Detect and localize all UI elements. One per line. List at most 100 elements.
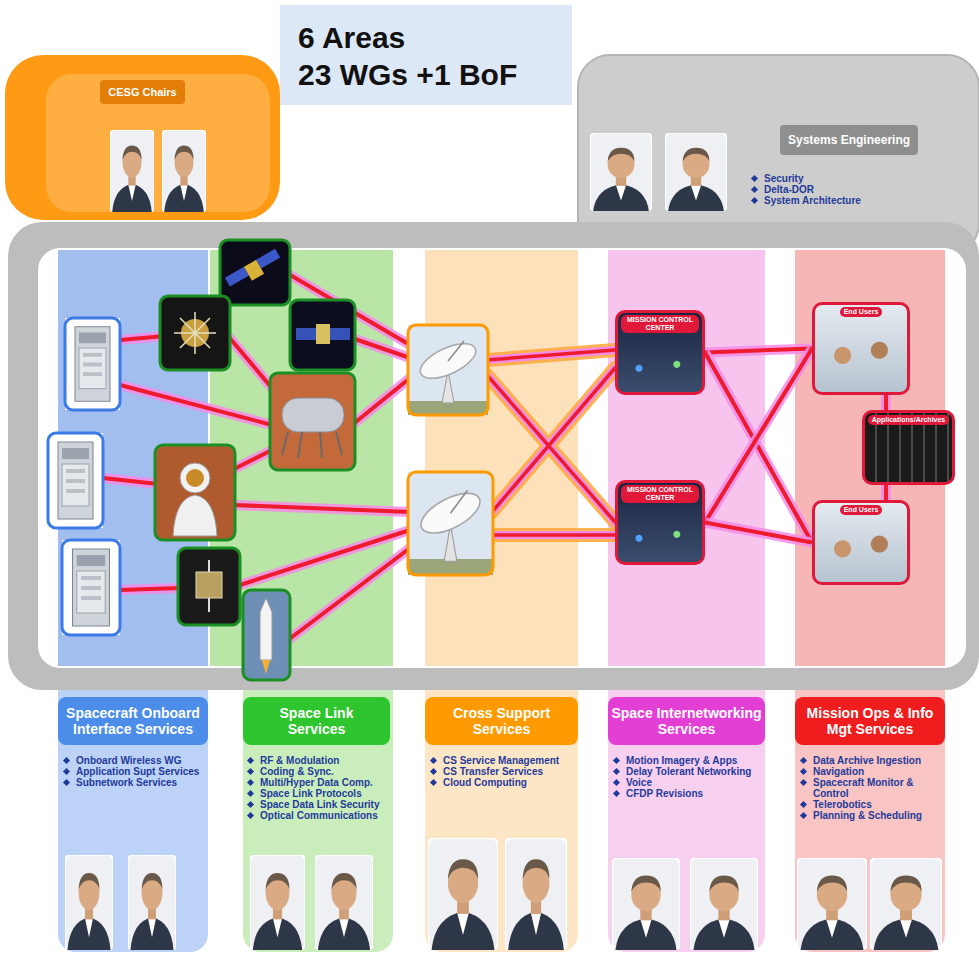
working-group-name: Application Supt Services xyxy=(76,766,199,777)
working-group-name: Coding & Sync. xyxy=(260,766,334,777)
working-group-name: Onboard Wireless WG xyxy=(76,755,181,766)
onboard-device xyxy=(65,318,120,410)
bullet-item: Coding & Sync. xyxy=(246,766,389,777)
spacecraft-image xyxy=(180,463,210,493)
working-group-name: Navigation xyxy=(813,766,864,777)
bullet-diamond xyxy=(247,757,254,764)
bullet-list: CS Service ManagementCS Transfer Service… xyxy=(429,755,574,788)
bullet-list: Data Archive IngestionNavigationSpacecra… xyxy=(799,755,941,821)
bullet-item: Onboard Wireless WG xyxy=(62,755,204,766)
person-photo xyxy=(612,858,680,950)
chairs-panel xyxy=(5,55,280,220)
bullet-diamond xyxy=(800,779,807,786)
bullet-item: Security xyxy=(750,173,950,184)
area-band: Space Link Services RF & ModulationCoding… xyxy=(210,250,393,952)
link-lines xyxy=(103,272,615,640)
antenna-image xyxy=(408,325,493,575)
working-group-name: Space Data Link Security xyxy=(260,799,380,810)
bullet-item: Optical Communications xyxy=(246,810,389,821)
working-group-name: System Architecture xyxy=(764,195,861,206)
photo-tag: End Users xyxy=(840,307,883,317)
title-text: 23 WGs +1 BoF xyxy=(298,56,554,93)
tab-holder: Systems Engineering xyxy=(780,125,918,155)
chairs-panel xyxy=(46,74,270,212)
link-connector xyxy=(705,349,812,353)
person-photo xyxy=(690,858,758,950)
bullet-diamond xyxy=(613,757,620,764)
panel: Systems EngineeringSecurityDelta-DORSyst… xyxy=(578,55,979,250)
chairs-panel xyxy=(5,55,280,220)
link-connector xyxy=(881,485,891,500)
area-heading: Mission Ops & Info Mgt Services xyxy=(795,697,945,745)
bullet-diamond xyxy=(613,790,620,797)
person-photo xyxy=(870,858,942,950)
spacecraft-image xyxy=(208,560,210,612)
bullet-diamond xyxy=(63,757,70,764)
panel-label: Systems Engineering xyxy=(780,125,918,155)
main-frame xyxy=(8,222,979,690)
spacecraft-image xyxy=(262,660,270,674)
spacecraft-image xyxy=(290,300,355,370)
bullet-item: Application Supt Services xyxy=(62,766,204,777)
working-group-name: Delta-DOR xyxy=(764,184,814,195)
link-connector xyxy=(705,523,812,543)
onboard-device xyxy=(48,318,120,635)
antenna-image xyxy=(408,472,493,575)
working-group-name: CS Transfer Services xyxy=(443,766,543,777)
bullet-diamond xyxy=(751,186,758,193)
bullet-diamond xyxy=(613,768,620,775)
bullet-item: Cloud Computing xyxy=(429,777,574,788)
photo-box: End Users xyxy=(812,302,910,395)
panel-label: CESG Chairs xyxy=(100,80,184,104)
working-group-name: Motion Imagery & Apps xyxy=(626,755,737,766)
bullet-item: Multi/Hyper Data Comp. xyxy=(246,777,389,788)
spacecraft-image xyxy=(282,398,344,432)
spacecraft-image xyxy=(174,312,216,354)
spacecraft-image xyxy=(225,267,249,287)
working-group-name: Telerobotics xyxy=(813,799,872,810)
working-group-name: Voice xyxy=(626,777,652,788)
bullet-list: RF & ModulationCoding & Sync.Multi/Hyper… xyxy=(246,755,389,821)
spacecraft-image xyxy=(155,240,355,680)
person-photo xyxy=(162,130,206,212)
link-connector xyxy=(881,395,891,410)
bullet-item: System Architecture xyxy=(750,195,950,206)
spacecraft-image xyxy=(296,328,316,340)
area-bands xyxy=(243,690,393,952)
spacecraft-image xyxy=(256,249,280,269)
bullet-item: Navigation xyxy=(799,766,941,777)
working-group-name: Cloud Computing xyxy=(443,777,527,788)
bullet-item: Spacecraft Monitor & Control xyxy=(799,777,941,799)
link-connector xyxy=(884,485,888,500)
spacecraft-image xyxy=(243,590,290,680)
bullet-diamond xyxy=(63,779,70,786)
tab-holder: CESG Chairs xyxy=(5,80,280,104)
bullet-diamond xyxy=(247,790,254,797)
working-group-name: Security xyxy=(764,173,803,184)
bullet-list: Onboard Wireless WGApplication Supt Serv… xyxy=(62,755,204,788)
bullet-item: Subnetwork Services xyxy=(62,777,204,788)
spacecraft-image xyxy=(316,324,330,344)
bullet-item: Space Data Link Security xyxy=(246,799,389,810)
spacecraft-image xyxy=(173,495,217,536)
area-band: Cross Support ServicesCS Service Managem… xyxy=(425,250,578,952)
working-group-name: CFDP Revisions xyxy=(626,788,703,799)
link-lines xyxy=(103,272,410,640)
spacecraft-image xyxy=(270,373,355,470)
link-connector xyxy=(705,349,812,353)
spacecraft-image xyxy=(178,548,240,625)
photo-box: End Users xyxy=(812,500,910,585)
person-photo xyxy=(665,133,727,211)
area-heading: Space Link Services xyxy=(243,697,390,745)
photo-box: Applications/Archives xyxy=(862,410,955,485)
link-connector xyxy=(884,395,888,410)
person-photo xyxy=(128,855,176,950)
person-photo xyxy=(250,855,305,950)
bullet-diamond xyxy=(800,757,807,764)
area-band: Space Internetworking ServicesMotion Ima… xyxy=(608,250,765,952)
bullet-item: Telerobotics xyxy=(799,799,941,810)
area-bands xyxy=(608,690,765,952)
spacecraft-image xyxy=(244,260,264,281)
photo-tag: End Users xyxy=(840,505,883,515)
